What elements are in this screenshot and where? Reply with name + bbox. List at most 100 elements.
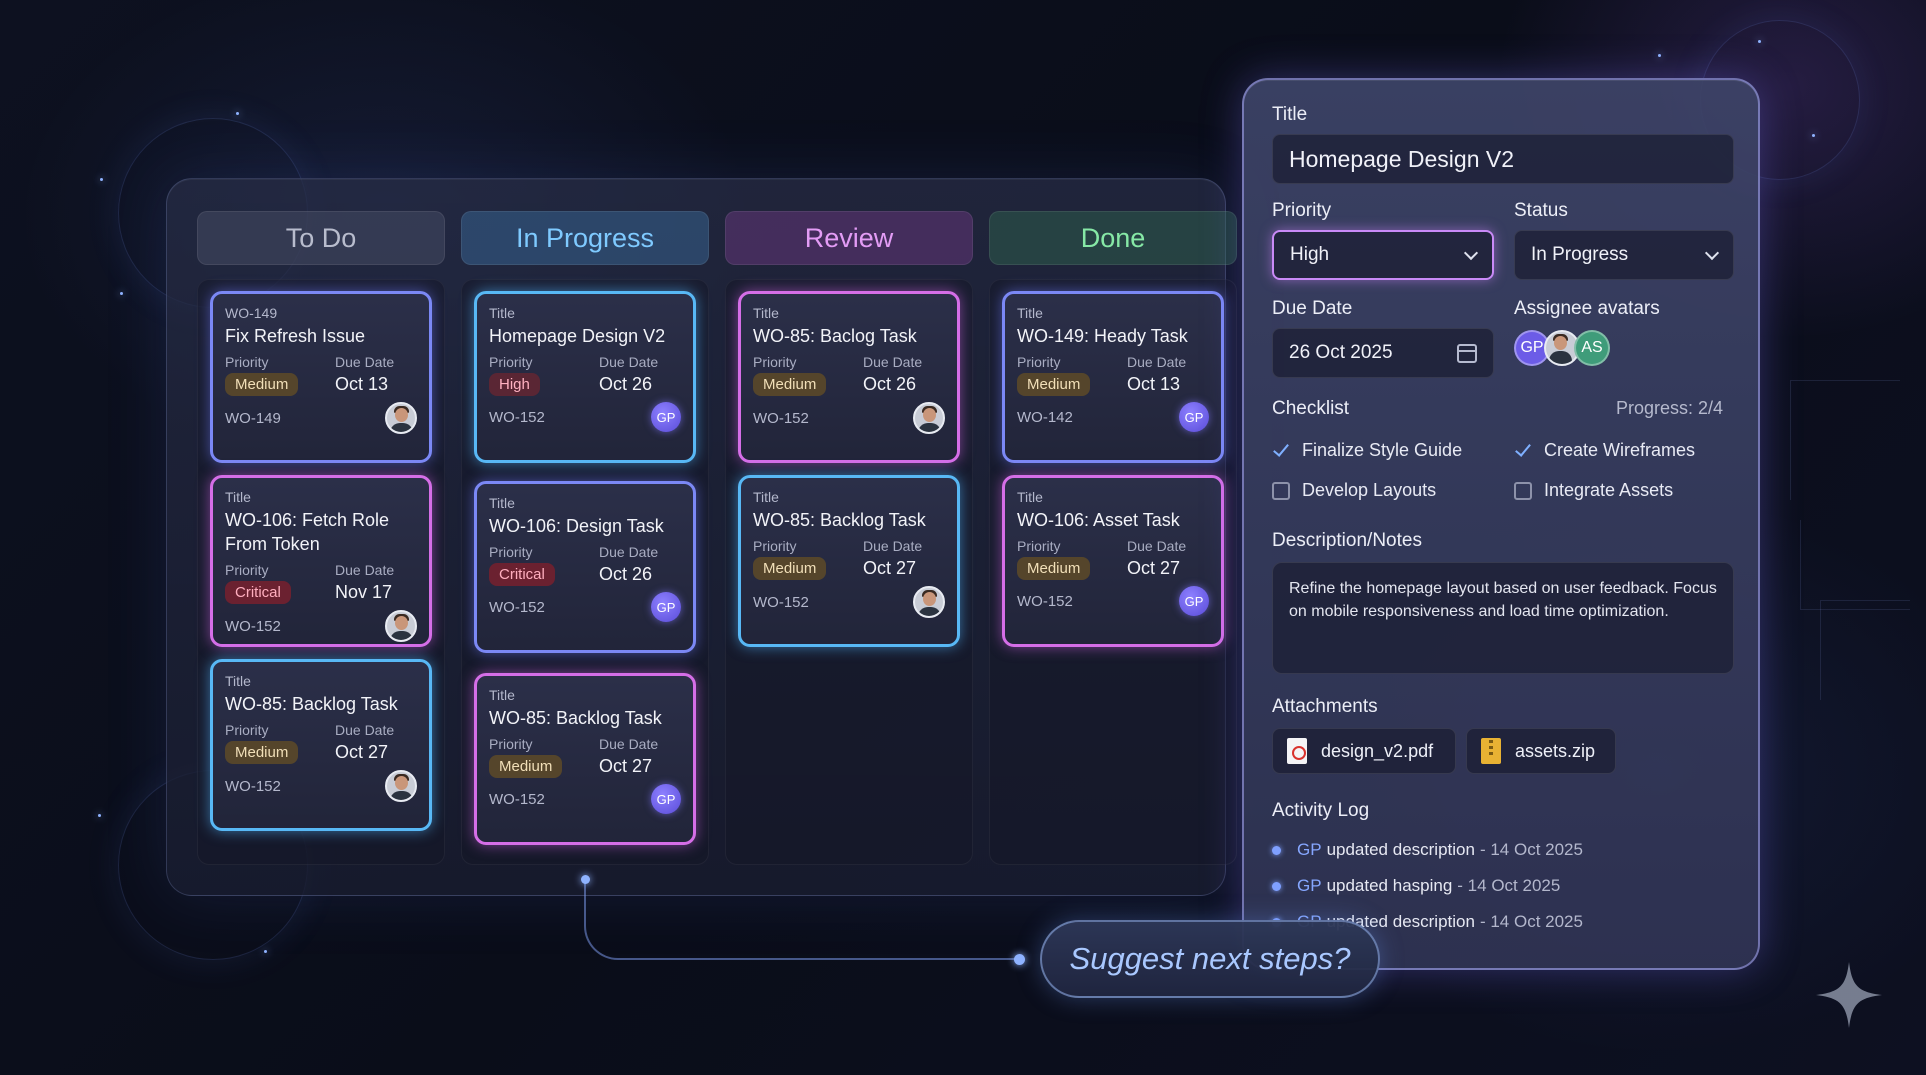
- card-id: WO-152: [1017, 592, 1073, 610]
- due-date-value: Oct 26: [599, 374, 653, 394]
- checkbox-icon[interactable]: [1272, 481, 1290, 500]
- avatar[interactable]: GP: [651, 592, 681, 622]
- due-date-value: Oct 27: [335, 742, 389, 762]
- calendar-icon[interactable]: [1457, 343, 1477, 363]
- avatar-head: [395, 408, 408, 422]
- avatar[interactable]: [385, 402, 417, 434]
- priority-badge: Medium: [489, 755, 563, 778]
- card-top-label: Title: [225, 673, 251, 689]
- avatar[interactable]: GP: [651, 784, 681, 814]
- checkmark-icon[interactable]: [1272, 442, 1290, 460]
- column-header-todo[interactable]: To Do: [197, 211, 445, 265]
- decor-spark: [100, 178, 103, 181]
- checklist-item-label: Develop Layouts: [1302, 480, 1437, 500]
- avatar[interactable]: GP: [1179, 586, 1209, 616]
- description-textarea[interactable]: Refine the homepage layout based on user…: [1272, 562, 1734, 674]
- title-input[interactable]: Homepage Design V2: [1272, 134, 1734, 184]
- card-footer: WO-149: [225, 402, 417, 434]
- activity-user[interactable]: GP: [1297, 876, 1322, 895]
- connector-node: [1014, 954, 1025, 965]
- card-title: WO-85: Backlog Task: [489, 708, 662, 728]
- avatar[interactable]: [913, 402, 945, 434]
- suggest-next-steps-button[interactable]: Suggest next steps?: [1040, 920, 1380, 998]
- card-footer: WO-152: [753, 586, 945, 618]
- due-date-label: Due Date: [863, 538, 923, 554]
- column-header-progress[interactable]: In Progress: [461, 211, 709, 265]
- priority-cell: Critical: [489, 563, 599, 586]
- due-date-value: Oct 13: [1127, 374, 1181, 394]
- due-date-input[interactable]: 26 Oct 2025: [1272, 328, 1494, 378]
- priority-cell: Medium: [1017, 373, 1127, 396]
- avatar-body: [918, 607, 941, 616]
- priority-label: Priority: [753, 354, 797, 370]
- checkbox-icon[interactable]: [1514, 481, 1532, 500]
- priority-badge: Medium: [225, 741, 299, 764]
- avatar[interactable]: [385, 610, 417, 642]
- card-id: WO-152: [489, 408, 545, 426]
- status-select[interactable]: In Progress: [1514, 230, 1734, 280]
- checklist-item[interactable]: Create Wireframes: [1514, 440, 1695, 461]
- decor-circuit: [1790, 380, 1900, 500]
- avatar-body: [1549, 351, 1572, 364]
- decor-spark: [264, 950, 267, 953]
- priority-label: Priority: [1272, 200, 1332, 221]
- attachment-zip[interactable]: assets.zip: [1466, 728, 1616, 774]
- card-footer: WO-152 GP: [489, 402, 681, 432]
- attachment-pdf[interactable]: design_v2.pdf: [1272, 728, 1456, 774]
- card-meta-labels: Priority Due Date: [753, 538, 945, 554]
- checklist-item[interactable]: Finalize Style Guide: [1272, 440, 1462, 461]
- avatar[interactable]: GP: [1179, 402, 1209, 432]
- checklist-item[interactable]: Integrate Assets: [1514, 480, 1673, 501]
- activity-item: GP updated description - 14 Oct 2025: [1272, 840, 1583, 860]
- task-detail-panel: Title Homepage Design V2 Priority High S…: [1242, 78, 1760, 970]
- column-header-review[interactable]: Review: [725, 211, 973, 265]
- avatar-body: [390, 631, 413, 640]
- priority-cell: Medium: [225, 373, 335, 396]
- column-header-done[interactable]: Done: [989, 211, 1237, 265]
- card-id: WO-142: [1017, 408, 1073, 426]
- avatar-head: [395, 776, 408, 790]
- priority-label: Priority: [753, 538, 797, 554]
- avatar[interactable]: [385, 770, 417, 802]
- checkmark-icon[interactable]: [1514, 442, 1532, 460]
- card-title: WO-149: Heady Task: [1017, 326, 1188, 346]
- priority-label: Priority: [489, 354, 533, 370]
- assignee-avatar-as[interactable]: AS: [1574, 330, 1610, 366]
- avatar-body: [918, 423, 941, 432]
- priority-cell: Medium: [753, 373, 863, 396]
- attachments-label: Attachments: [1272, 696, 1378, 717]
- avatar[interactable]: GP: [651, 402, 681, 432]
- avatar[interactable]: [913, 586, 945, 618]
- due-date-label: Due Date: [335, 354, 395, 370]
- priority-badge: Medium: [1017, 373, 1091, 396]
- priority-select[interactable]: High: [1272, 230, 1494, 280]
- due-date-label: Due Date: [1127, 538, 1187, 554]
- checklist-item[interactable]: Develop Layouts: [1272, 480, 1436, 501]
- activity-user[interactable]: GP: [1297, 840, 1322, 859]
- priority-cell: Medium: [489, 755, 599, 778]
- card-footer: WO-152: [225, 770, 417, 802]
- checklist-item-label: Finalize Style Guide: [1302, 440, 1463, 460]
- due-date-value: Oct 27: [1127, 558, 1181, 578]
- priority-badge: Critical: [489, 563, 555, 586]
